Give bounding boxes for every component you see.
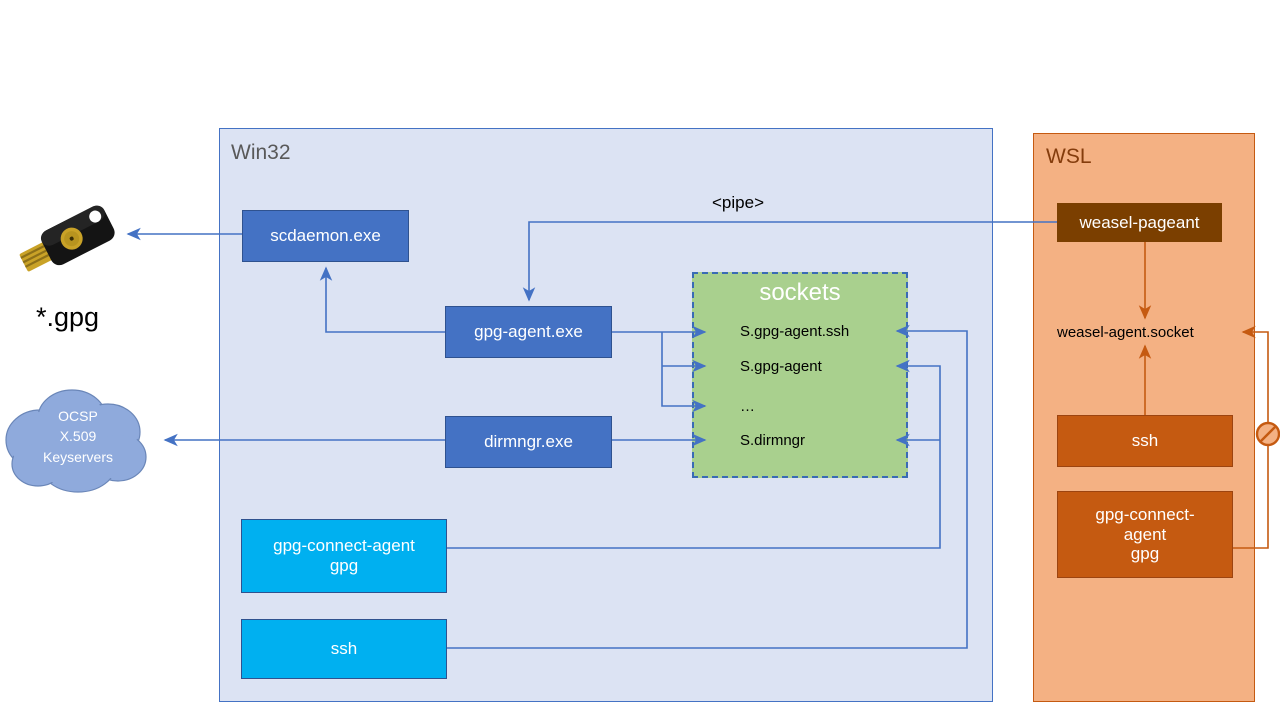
process-box-gpg-connect-agent-win32[interactable]: gpg-connect-agent gpg: [241, 519, 447, 593]
weasel-agent-socket-label: weasel-agent.socket: [1057, 324, 1194, 341]
socket-item-s-dirmngr: S.dirmngr: [740, 432, 806, 449]
process-label: gpg-connect- agent gpg: [1095, 504, 1195, 564]
process-box-gpg-connect-agent-wsl[interactable]: gpg-connect- agent gpg: [1057, 491, 1233, 578]
process-label: scdaemon.exe: [270, 226, 381, 246]
sockets-group-title: sockets: [759, 279, 841, 306]
process-box-dirmngr[interactable]: dirmngr.exe: [445, 416, 612, 468]
socket-item-ellipsis: …: [740, 398, 755, 415]
process-box-weasel-pageant[interactable]: weasel-pageant: [1057, 203, 1222, 242]
ocsp-keyserver-cloud-icon: [0, 382, 160, 502]
process-box-scdaemon[interactable]: scdaemon.exe: [242, 210, 409, 262]
process-label: ssh: [1131, 431, 1159, 451]
yubikey-usb-security-key-icon: [14, 200, 124, 280]
no-entry-sign-icon: [1255, 421, 1280, 447]
process-label: gpg-agent.exe: [474, 322, 583, 342]
socket-item-s-gpg-agent: S.gpg-agent: [740, 358, 822, 375]
process-box-gpg-agent[interactable]: gpg-agent.exe: [445, 306, 612, 358]
cloud-label-line-1: OCSP: [58, 408, 98, 424]
process-label: ssh: [330, 639, 358, 659]
process-box-ssh-win32[interactable]: ssh: [241, 619, 447, 679]
process-label: gpg-connect-agent gpg: [273, 536, 415, 575]
wsl-panel-label: WSL: [1046, 145, 1092, 168]
gpg-file-caption: *.gpg: [36, 302, 100, 332]
process-label: weasel-pageant: [1079, 212, 1200, 232]
process-label: dirmngr.exe: [484, 432, 573, 452]
pipe-connection-label: <pipe>: [712, 193, 764, 212]
win32-panel-label: Win32: [231, 141, 291, 164]
process-box-ssh-wsl[interactable]: ssh: [1057, 415, 1233, 467]
cloud-label: OCSP X.509 Keyservers: [0, 406, 156, 467]
cloud-label-line-3: Keyservers: [42, 448, 114, 465]
socket-item-s-gpg-agent-ssh: S.gpg-agent.ssh: [740, 323, 850, 340]
cloud-label-line-2: X.509: [59, 428, 97, 445]
